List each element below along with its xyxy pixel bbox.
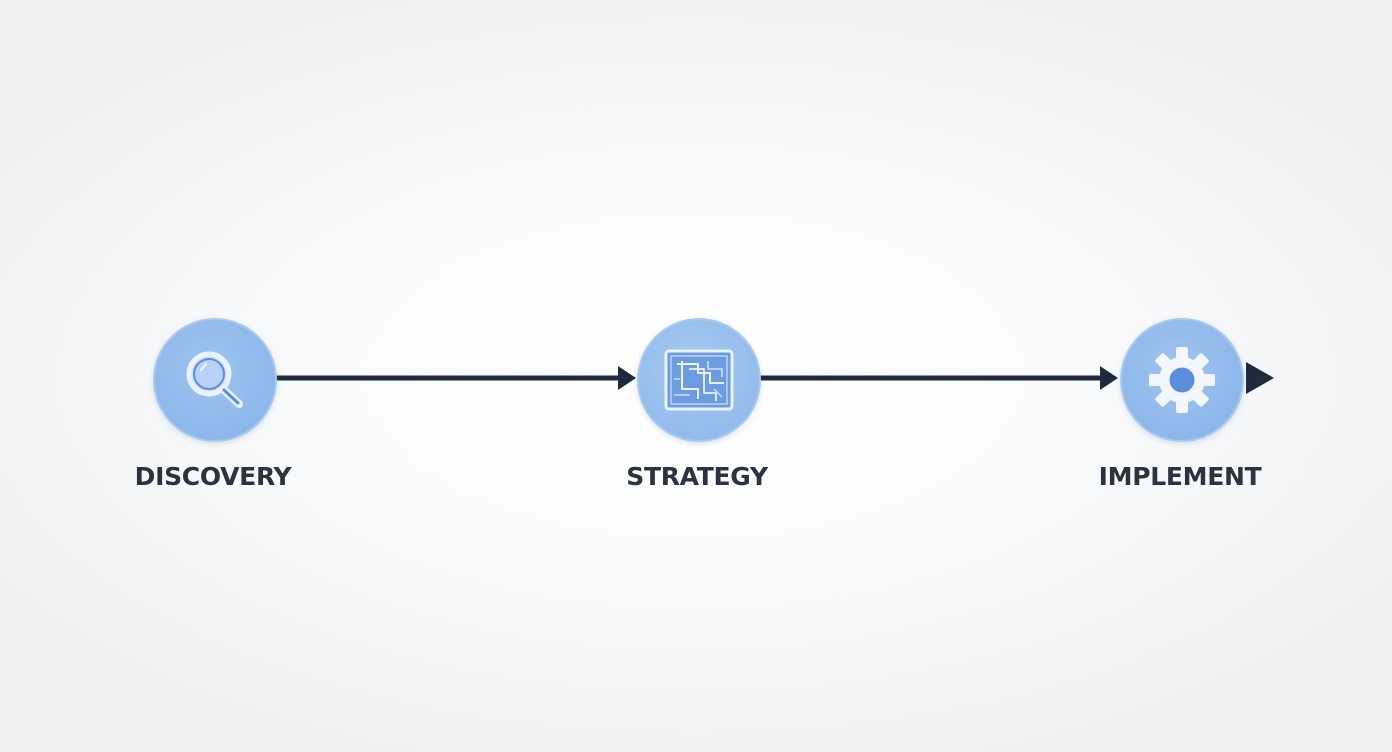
gear-icon — [1145, 343, 1219, 417]
step-strategy-circle — [637, 318, 761, 442]
magnifier-icon — [175, 340, 255, 420]
step-implement-label: IMPLEMENT — [1098, 462, 1262, 491]
step-discovery-label: DISCOVERY — [134, 462, 292, 491]
step-strategy-label: STRATEGY — [626, 462, 768, 491]
arrowhead-exit — [1246, 362, 1274, 394]
step-discovery-circle — [153, 318, 277, 442]
step-implement-circle — [1120, 318, 1244, 442]
blueprint-icon — [664, 349, 734, 411]
arrowhead-to-strategy — [618, 366, 636, 390]
arrowhead-to-implement — [1100, 366, 1118, 390]
